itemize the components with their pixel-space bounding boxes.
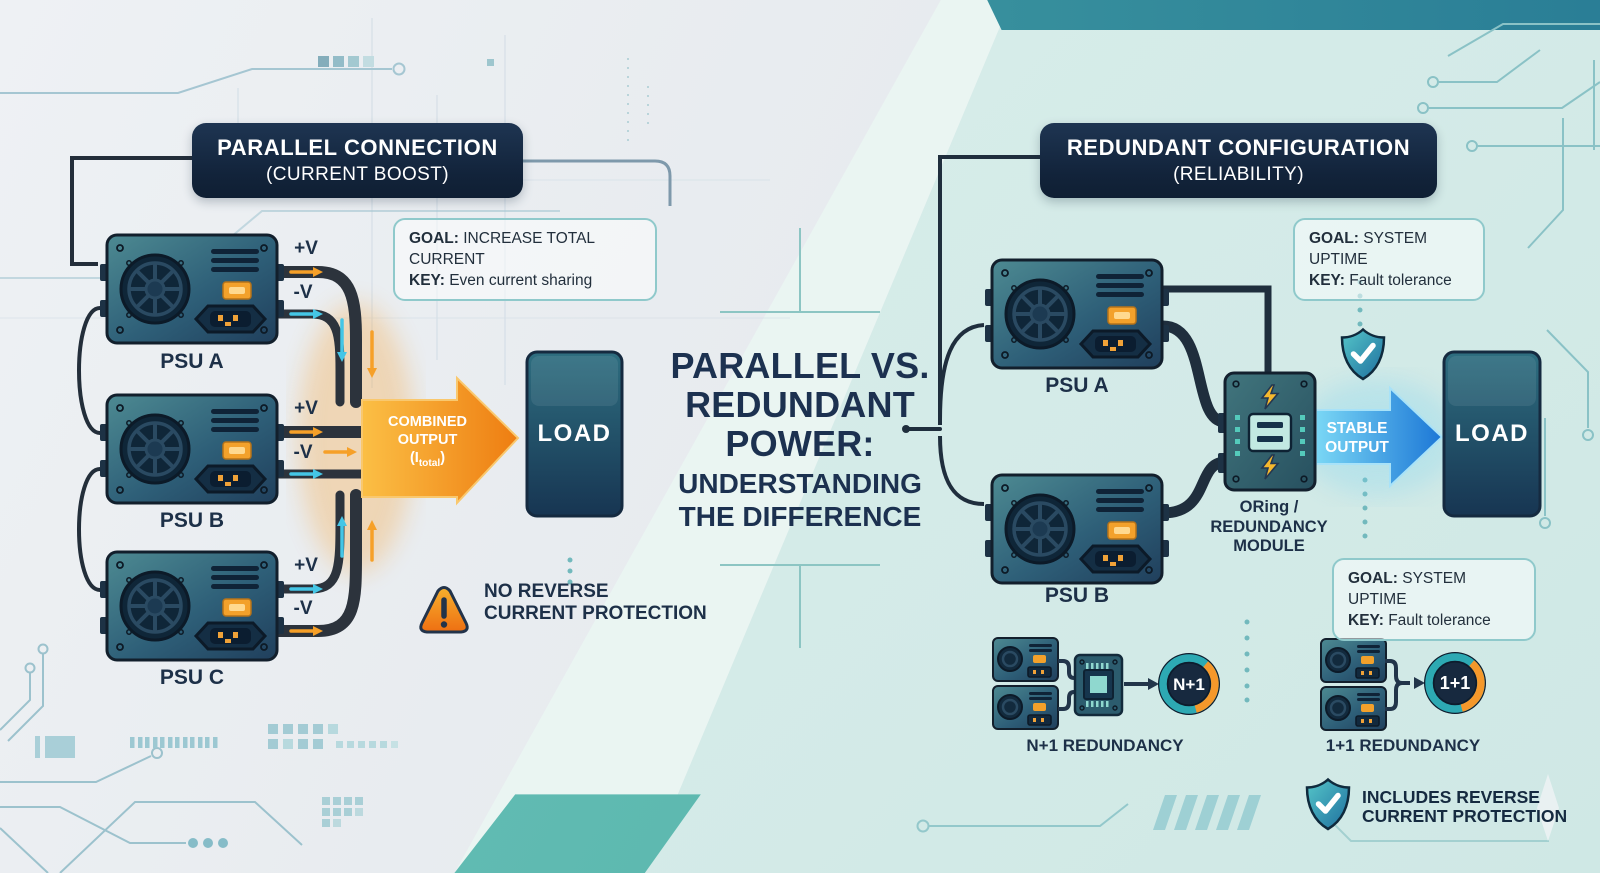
psu-b-label: PSU B bbox=[159, 509, 225, 532]
combined-line3: (Itotal) bbox=[409, 450, 446, 469]
right-key-bottom-value: Fault tolerance bbox=[1383, 612, 1491, 629]
protection-note: INCLUDES REVERSE CURRENT PROTECTION bbox=[1362, 788, 1582, 825]
psu-b-c-link-wire bbox=[77, 467, 101, 592]
protection-line2: CURRENT PROTECTION bbox=[1362, 805, 1568, 826]
left-key-label: KEY: bbox=[409, 272, 445, 289]
left-goal-value: INCREASE TOTAL CURRENT bbox=[409, 230, 595, 268]
left-header-psu-wire bbox=[70, 156, 192, 266]
right-goal-box-bottom: GOAL: SYSTEM UPTIME KEY: Fault tolerance bbox=[1332, 558, 1536, 641]
one-plus-one-scheme-icons bbox=[1319, 637, 1486, 732]
psu-a-label: PSU A bbox=[160, 350, 224, 373]
load-box-right bbox=[1442, 350, 1542, 518]
psu-a-right-label: PSU A bbox=[1045, 374, 1109, 397]
oring-line3: MODULE bbox=[1233, 537, 1305, 555]
warning-line1: NO REVERSE bbox=[484, 581, 609, 602]
psu-a-b-link-wire bbox=[77, 306, 101, 435]
stable-line1: STABLE bbox=[1326, 420, 1388, 437]
load-left-label: LOAD bbox=[537, 420, 612, 447]
decor-bottom-right-circuit bbox=[916, 774, 1559, 842]
right-header-wire bbox=[938, 155, 1040, 425]
right-goal-top-label: GOAL: bbox=[1309, 230, 1359, 247]
combined-line1: COMBINED bbox=[388, 414, 467, 430]
psu-c-positive-label: +V bbox=[294, 555, 318, 576]
psu-a-negative-label: -V bbox=[293, 282, 313, 303]
load-right-label: LOAD bbox=[1455, 420, 1529, 447]
warning-line2: CURRENT PROTECTION bbox=[484, 603, 707, 624]
left-header-elbow-connector bbox=[523, 159, 672, 206]
protection-shield-icon bbox=[1342, 330, 1384, 380]
right-header-subtitle: (RELIABILITY) bbox=[1173, 164, 1304, 185]
center-title-line5: THE DIFFERENCE bbox=[678, 501, 922, 532]
stable-output-arrow bbox=[1315, 385, 1444, 489]
center-title-line2: REDUNDANT bbox=[685, 384, 915, 425]
one-plus-one-scheme-label: 1+1 REDUNDANCY bbox=[1325, 736, 1481, 755]
center-guide-lines bbox=[720, 228, 880, 648]
left-goal-label: GOAL: bbox=[409, 230, 459, 247]
psu-b-negative-label: -V bbox=[293, 442, 313, 463]
top-teal-bar bbox=[987, 0, 1600, 30]
center-title-line4: UNDERSTANDING bbox=[678, 468, 922, 499]
right-header-title: REDUNDANT CONFIGURATION bbox=[1066, 135, 1411, 160]
right-key-bottom-label: KEY: bbox=[1348, 612, 1384, 629]
bracket-to-psu-a bbox=[938, 323, 985, 421]
psu-b-right-label: PSU B bbox=[1044, 584, 1110, 607]
combined-output-label: COMBINED OUTPUT (Itotal) bbox=[365, 413, 490, 473]
left-header-subtitle: (CURRENT BOOST) bbox=[266, 164, 449, 185]
right-goal-top-value: SYSTEM UPTIME bbox=[1309, 230, 1427, 268]
psu-a-icon bbox=[98, 233, 286, 345]
center-title-line1: PARALLEL VS. bbox=[670, 345, 930, 386]
stable-output-label: STABLE OUTPUT bbox=[1316, 419, 1398, 457]
center-title-line3: POWER: bbox=[725, 423, 875, 464]
left-key-value: Even current sharing bbox=[444, 272, 593, 289]
oring-line2: REDUNDANCY bbox=[1210, 517, 1328, 536]
right-psu-wires bbox=[1157, 285, 1272, 519]
oring-module-label: ORing / REDUNDANCY MODULE bbox=[1169, 498, 1369, 557]
psu-c-negative-label: -V bbox=[293, 598, 313, 619]
psu-b-icon bbox=[98, 393, 286, 505]
psu-a-right-icon bbox=[983, 258, 1171, 370]
psu-b-positive-label: +V bbox=[294, 398, 318, 419]
protection-line1: INCLUDES REVERSE bbox=[1362, 787, 1540, 807]
stable-line2: OUTPUT bbox=[1325, 439, 1389, 456]
n-plus-1-scheme-label: N+1 REDUNDANCY bbox=[1026, 736, 1184, 755]
psu-b-right-icon bbox=[983, 473, 1171, 585]
right-goal-box-top: GOAL: SYSTEM UPTIME KEY: Fault tolerance bbox=[1293, 218, 1485, 301]
psu-a-positive-label: +V bbox=[294, 238, 318, 259]
connector-node bbox=[902, 425, 910, 433]
n-plus-1-scheme-icons bbox=[991, 636, 1220, 731]
bracket-to-psu-b bbox=[938, 435, 985, 506]
bottom-shield-icon bbox=[1307, 780, 1349, 830]
oring-line1: ORing / bbox=[1239, 498, 1299, 516]
combined-line2: OUTPUT bbox=[397, 432, 458, 448]
load-box-left bbox=[525, 350, 624, 518]
right-header: REDUNDANT CONFIGURATION (RELIABILITY) bbox=[1040, 123, 1437, 198]
right-goal-bottom-label: GOAL: bbox=[1348, 570, 1398, 587]
warning-icon bbox=[419, 586, 469, 634]
right-goal-bottom-value: SYSTEM UPTIME bbox=[1348, 570, 1466, 608]
warning-text: NO REVERSE CURRENT PROTECTION bbox=[484, 581, 724, 625]
one-plus-one-badge-label: 1+1 bbox=[1439, 673, 1471, 693]
right-key-top-label: KEY: bbox=[1309, 272, 1345, 289]
decor-bottom-left-circuit bbox=[0, 643, 398, 873]
combined-output-arrow bbox=[361, 375, 520, 506]
left-header-title: PARALLEL CONNECTION bbox=[217, 135, 498, 160]
center-title: PARALLEL VS. REDUNDANT POWER: UNDERSTAND… bbox=[640, 346, 960, 533]
current-flow-arrows bbox=[289, 267, 377, 636]
oring-module-icon bbox=[1218, 373, 1315, 490]
n-plus-1-badge-label: N+1 bbox=[1173, 675, 1205, 694]
left-goal-box: GOAL: INCREASE TOTAL CURRENT KEY: Even c… bbox=[393, 218, 657, 301]
left-header: PARALLEL CONNECTION (CURRENT BOOST) bbox=[192, 123, 523, 198]
psu-c-icon bbox=[98, 550, 286, 662]
psu-c-label: PSU C bbox=[159, 666, 225, 689]
right-key-top-value: Fault tolerance bbox=[1344, 272, 1452, 289]
